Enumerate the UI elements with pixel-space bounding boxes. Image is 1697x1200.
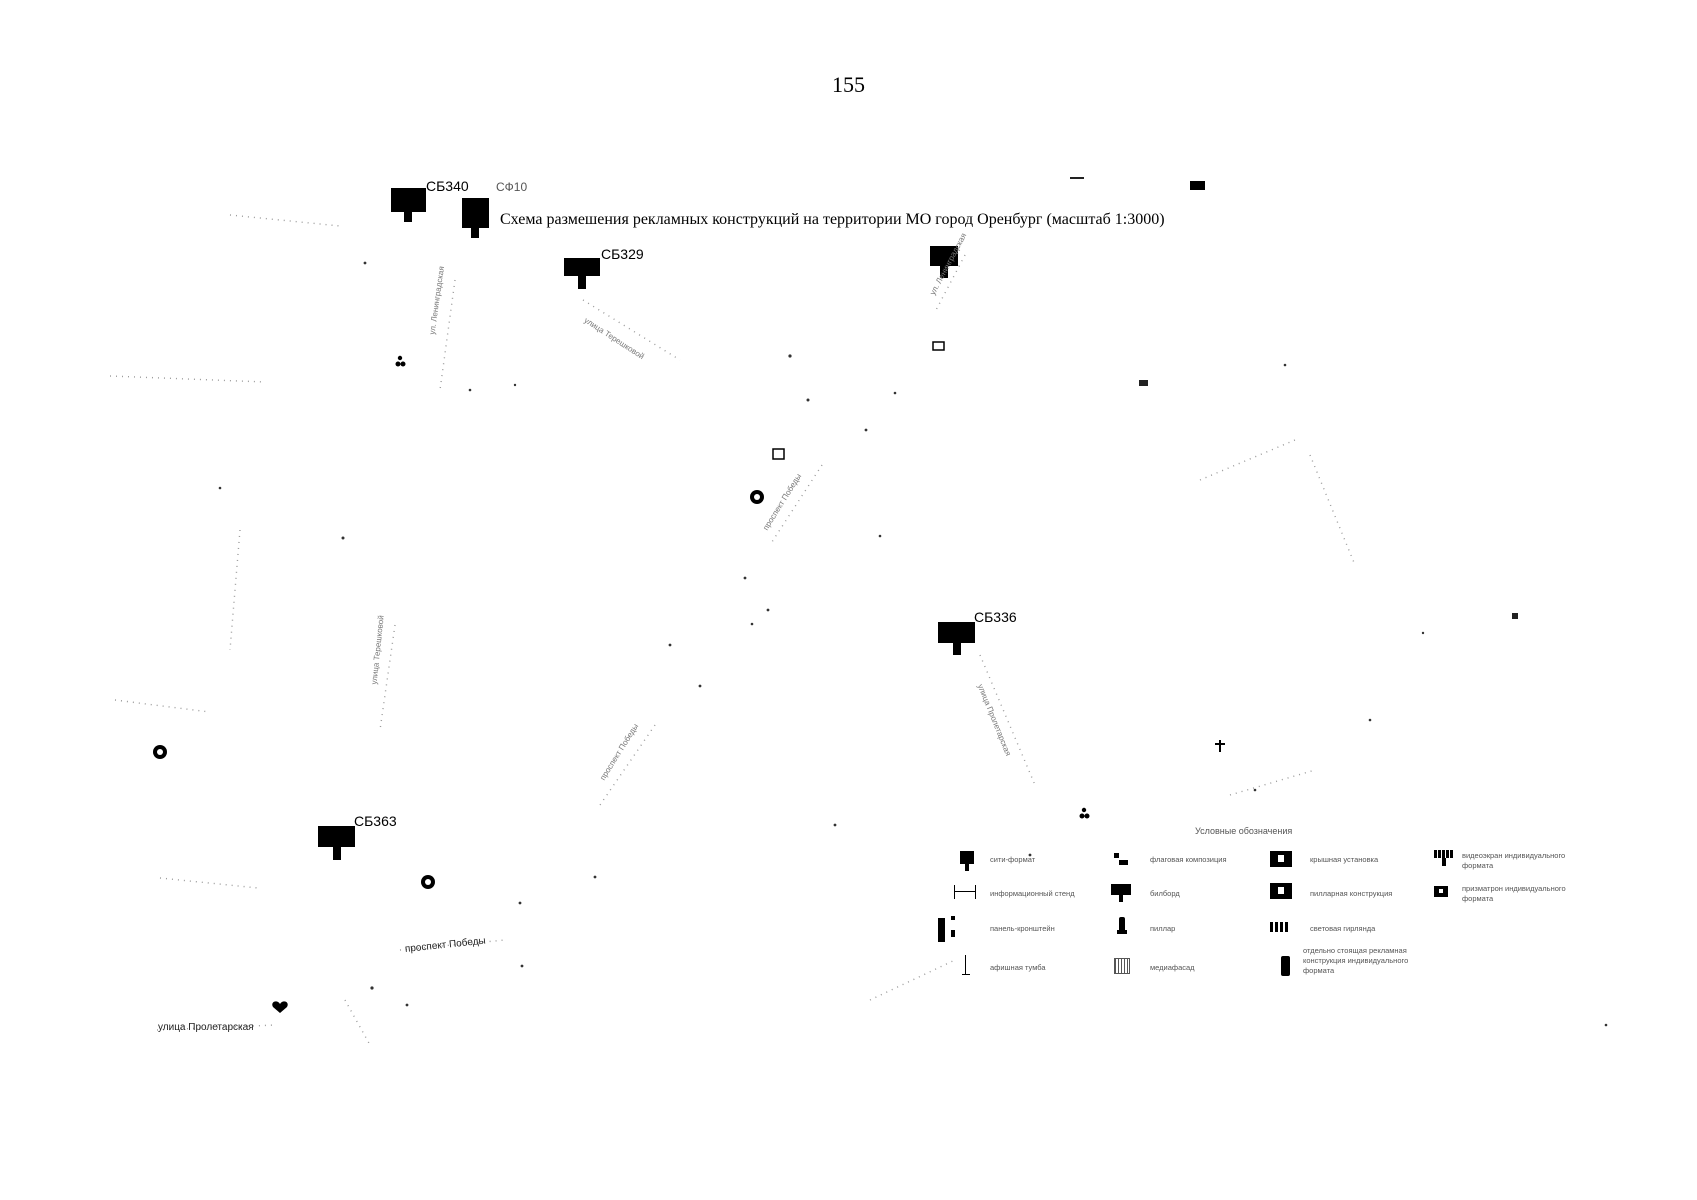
legend-label: пилларная конструкция	[1310, 889, 1393, 898]
light-garland-icon	[1270, 922, 1290, 932]
legend-title: Условные обозначения	[1195, 826, 1293, 836]
roof-installation-icon	[1270, 851, 1292, 867]
pillar-construction-icon	[1270, 883, 1292, 899]
street-trace	[109, 375, 266, 383]
construction-label: СФ10	[496, 180, 528, 194]
flag-composition-icon	[1114, 853, 1128, 867]
clinic-icon	[421, 875, 435, 889]
individual-structure-icon	[1281, 956, 1290, 976]
street-trace	[869, 959, 956, 1001]
info-stand-icon	[954, 885, 976, 899]
bench-icon	[1512, 613, 1518, 619]
legend-label: медиафасад	[1150, 963, 1195, 972]
billboard-marker	[391, 188, 426, 222]
camera-icon	[932, 341, 945, 351]
camera-icon	[772, 448, 785, 460]
construction-label: СБ363	[354, 813, 397, 829]
legend-label: отдельно стоящая рекламная конструкция и…	[1303, 946, 1409, 975]
legend-label: пиллар	[1150, 924, 1176, 933]
heart-icon	[272, 1001, 288, 1013]
construction-label: СБ340	[426, 178, 469, 194]
legend-label: сити-формат	[990, 855, 1036, 864]
legend-label: билборд	[1150, 889, 1180, 898]
legend-label: крышная установка	[1310, 855, 1379, 864]
page-number: 155	[832, 72, 865, 97]
street-trace	[1229, 769, 1316, 796]
legend-label: видеоэкран индивидуального формата	[1462, 851, 1566, 870]
cross-icon	[1215, 740, 1225, 752]
legend-label: информационный стенд	[990, 889, 1075, 898]
legend-label: афишная тумба	[990, 963, 1046, 972]
map-title: Схема размешения рекламных конструкций н…	[500, 211, 1165, 228]
billboard-marker	[930, 246, 958, 278]
street-name: улица Пролетарская	[158, 1022, 254, 1033]
street-trace	[439, 279, 456, 391]
street-trace	[1309, 454, 1356, 566]
poster-column-icon	[962, 955, 970, 975]
city-format-icon	[960, 851, 974, 871]
legend-label: световая гирлянда	[1310, 924, 1376, 933]
billboard-marker	[564, 258, 600, 289]
street-trace	[344, 999, 371, 1046]
media-facade-icon	[1114, 958, 1130, 974]
legend-label: призматрон индивидуального формата	[1462, 884, 1566, 903]
street-trace	[114, 699, 211, 713]
legend-label: панель-кронштейн	[990, 924, 1055, 933]
map-dots	[218, 261, 1608, 1027]
street-trace	[1199, 439, 1296, 481]
clinic-icon	[750, 490, 764, 504]
billboard-marker	[318, 826, 355, 860]
video-screen-icon	[1434, 850, 1454, 866]
envelope-icon	[1190, 181, 1205, 190]
billboard-marker	[938, 622, 975, 655]
panel-bracket-icon	[938, 916, 960, 942]
street-trace	[979, 654, 1036, 786]
billboard-marker	[462, 198, 489, 238]
people-icon	[1079, 807, 1090, 819]
legend-label: флаговая композиция	[1150, 855, 1227, 864]
clinic-icon	[153, 745, 167, 759]
people-icon	[395, 355, 406, 367]
street-traces	[109, 214, 1356, 1046]
construction-label: СБ329	[601, 246, 644, 262]
dash-mark	[1070, 177, 1084, 179]
street-trace	[159, 877, 259, 889]
street-trace	[229, 529, 241, 651]
pillar-icon	[1117, 917, 1127, 934]
prismatron-icon	[1434, 886, 1448, 897]
building-icon	[1139, 380, 1148, 386]
street-trace	[599, 724, 656, 806]
billboard-icon	[1111, 884, 1131, 902]
construction-label: СБ336	[974, 609, 1017, 625]
street-trace	[229, 214, 341, 227]
